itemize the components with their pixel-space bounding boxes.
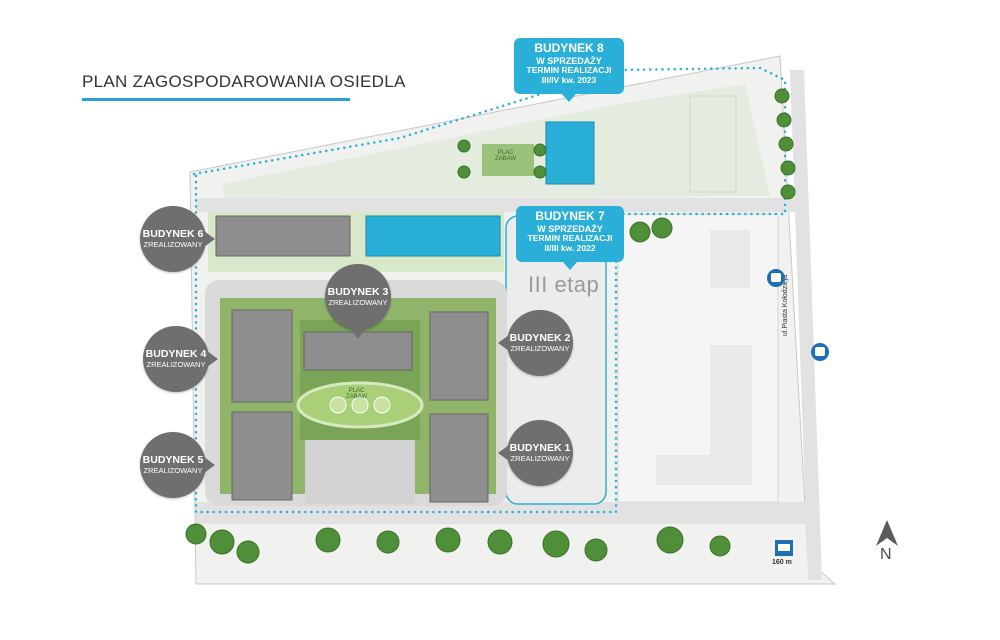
north-road xyxy=(196,198,802,212)
tree-icon xyxy=(315,527,341,553)
tree-icon xyxy=(656,526,684,554)
pin-status: ZREALIZOWANY xyxy=(143,465,203,475)
callout-title: BUDYNEK 8 xyxy=(534,41,604,55)
pin-building-1[interactable]: BUDYNEK 1 ZREALIZOWANY xyxy=(498,420,573,486)
tree-icon xyxy=(780,184,796,200)
north-playground xyxy=(482,144,534,176)
north-parking-zone xyxy=(222,84,770,198)
tree-icon xyxy=(542,530,570,558)
distance-label: 160 m xyxy=(772,559,792,566)
pin-status: ZREALIZOWANY xyxy=(146,359,206,369)
tree-icon xyxy=(435,527,461,553)
pin-title: BUDYNEK 4 xyxy=(145,348,207,361)
playground-circle xyxy=(329,396,347,414)
pin-status: ZREALIZOWANY xyxy=(510,453,570,463)
tree-icon xyxy=(629,221,651,243)
pin-building-6[interactable]: BUDYNEK 6 ZREALIZOWANY xyxy=(140,206,215,272)
building-7 xyxy=(365,215,501,257)
callout-term-label: TERMIN REALIZACJI xyxy=(526,65,612,76)
building-8 xyxy=(545,121,595,185)
pin-building-4[interactable]: BUDYNEK 4 ZREALIZOWANY xyxy=(143,326,218,392)
tree-icon xyxy=(584,538,608,562)
callout-term-label: TERMIN REALIZACJI xyxy=(527,233,613,244)
tree-icon xyxy=(776,112,792,128)
callout-term-value: III/IV kw. 2023 xyxy=(541,74,597,85)
central-playground-label: PLAC ZABAW xyxy=(346,388,367,400)
playground-label-line: ZABAW xyxy=(346,394,368,400)
north-playground-label: PLAC ZABAW xyxy=(495,150,516,162)
east-placeholder-block xyxy=(710,230,750,288)
inner-parking xyxy=(305,440,415,504)
pin-title: BUDYNEK 5 xyxy=(142,454,204,467)
building-2 xyxy=(429,311,489,401)
bus-stop-icon[interactable] xyxy=(810,342,830,362)
stage-iii-label: III etap xyxy=(528,272,600,297)
tree-icon xyxy=(774,88,790,104)
bus-stop-icon[interactable] xyxy=(766,268,786,288)
tree-icon xyxy=(209,529,235,555)
pin-title: BUDYNEK 6 xyxy=(142,228,204,241)
pin-title: BUDYNEK 1 xyxy=(509,442,571,455)
existing-building xyxy=(689,95,737,193)
pin-building-3[interactable]: BUDYNEK 3 ZREALIZOWANY xyxy=(325,264,391,339)
tree-icon xyxy=(778,136,794,152)
tree-icon xyxy=(709,535,731,557)
tree-icon xyxy=(185,523,207,545)
playground-label-line: PLAC xyxy=(348,388,365,394)
investment-boundary xyxy=(192,66,787,514)
title-underline xyxy=(82,98,350,101)
east-street xyxy=(790,70,822,580)
tree-icon xyxy=(487,529,513,555)
playground-circle xyxy=(351,396,369,414)
tree-icon xyxy=(457,139,471,153)
pin-title: BUDYNEK 2 xyxy=(509,332,571,345)
playground-label-line: PLAC xyxy=(497,150,514,156)
north-arrow-icon xyxy=(876,520,898,546)
callout-term-value: II/III kw. 2022 xyxy=(544,242,596,253)
building-6 xyxy=(215,215,351,257)
pin-title: BUDYNEK 3 xyxy=(327,286,389,299)
building-5 xyxy=(231,411,293,501)
tree-icon xyxy=(533,143,547,157)
callout-status: W SPRZEDAŻY xyxy=(537,223,603,234)
tree-icon xyxy=(376,530,400,554)
tram-stop-icon[interactable] xyxy=(774,539,794,557)
playground-circle xyxy=(373,396,391,414)
callout-title: BUDYNEK 7 xyxy=(535,209,605,223)
callout-building-7[interactable]: BUDYNEK 7 W SPRZEDAŻY TERMIN REALIZACJI … xyxy=(516,206,624,270)
tree-icon xyxy=(236,540,260,564)
pin-building-2[interactable]: BUDYNEK 2 ZREALIZOWANY xyxy=(498,310,573,376)
building-1 xyxy=(429,413,489,503)
pin-status: ZREALIZOWANY xyxy=(510,343,570,353)
building-4 xyxy=(231,309,293,403)
callout-building-8[interactable]: BUDYNEK 8 W SPRZEDAŻY TERMIN REALIZACJI … xyxy=(514,38,624,102)
page-title: PLAN ZAGOSPODAROWANIA OSIEDLA xyxy=(82,72,406,91)
tree-icon xyxy=(651,217,673,239)
pin-building-5[interactable]: BUDYNEK 5 ZREALIZOWANY xyxy=(140,432,215,498)
south-road xyxy=(196,502,808,524)
callout-status: W SPRZEDAŻY xyxy=(536,55,602,66)
east-placeholder-block xyxy=(656,455,752,485)
pin-status: ZREALIZOWANY xyxy=(328,297,388,307)
tree-icon xyxy=(533,165,547,179)
playground-label-line: ZABAW xyxy=(495,156,517,162)
north-label: N xyxy=(880,546,892,563)
pin-status: ZREALIZOWANY xyxy=(143,239,203,249)
tree-icon xyxy=(780,160,796,176)
tree-icon xyxy=(457,165,471,179)
